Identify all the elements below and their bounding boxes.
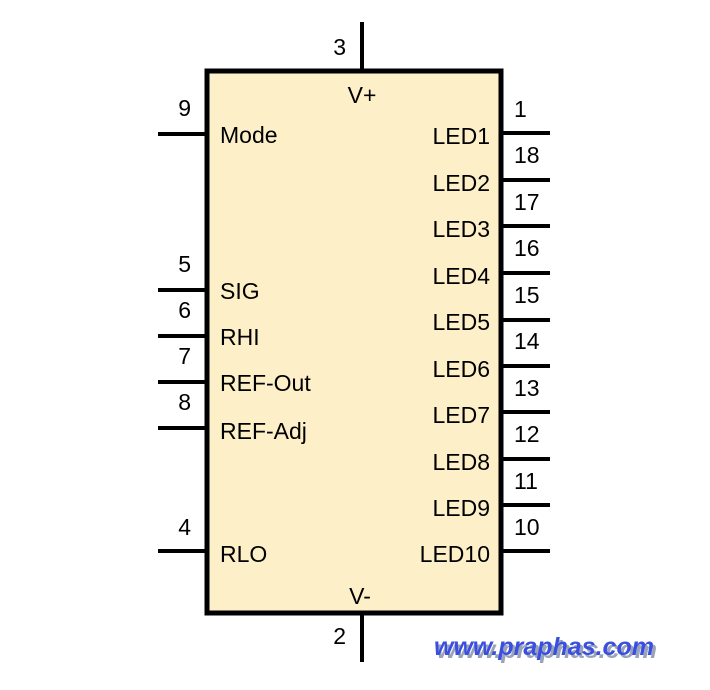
pin-label-right: LED6 [432, 356, 490, 382]
pin-number-right: 12 [514, 421, 540, 447]
pin-number-right: 16 [514, 235, 540, 261]
pin-number-left: 6 [178, 297, 191, 323]
pin-label-right: LED10 [420, 541, 490, 567]
pin-number-right: 18 [514, 142, 540, 168]
pin-label-right: LED1 [432, 123, 490, 149]
pin-number-top: 3 [333, 34, 346, 60]
pin-number-left: 4 [178, 514, 191, 540]
pin-number-left: 9 [178, 95, 191, 121]
pin-label-right: LED5 [432, 309, 490, 335]
pin-number-right: 11 [514, 468, 538, 494]
right-pin-group: 1 LED1 18 LED2 17 LED3 16 LED4 15 LED5 1… [420, 96, 550, 567]
pin-label-right: LED9 [432, 495, 490, 521]
pin-number-right: 14 [514, 328, 540, 354]
pin-label-left: REF-Out [220, 370, 311, 396]
pin-number-right: 13 [514, 375, 540, 401]
chip-body [204, 68, 504, 616]
pin-label-bottom: V- [349, 583, 371, 609]
pin-label-top: V+ [348, 82, 377, 108]
pin-number-right: 15 [514, 282, 540, 308]
left-pin-group: 9 Mode 5 SIG 6 RHI 7 REF-Out 8 REF-Adj 4… [158, 95, 311, 567]
pin-number-left: 5 [178, 251, 191, 277]
pin-number-bottom: 2 [333, 623, 346, 649]
pin-label-right: LED8 [432, 449, 490, 475]
pin-label-right: LED2 [432, 170, 490, 196]
pin-label-left: RLO [220, 541, 267, 567]
pin-label-left: REF-Adj [220, 418, 307, 444]
pin-number-right: 1 [514, 96, 527, 122]
pin-label-right: LED3 [432, 216, 490, 242]
pin-label-right: LED7 [432, 402, 490, 428]
pin-label-left: SIG [220, 278, 260, 304]
pin-number-left: 7 [178, 343, 191, 369]
pin-number-right: 10 [514, 514, 540, 540]
pin-label-right: LED4 [432, 263, 490, 289]
pin-label-left: Mode [220, 122, 278, 148]
pin-number-right: 17 [514, 189, 540, 215]
watermark-text: www.praphas.com [434, 633, 654, 661]
pin-number-left: 8 [178, 389, 191, 415]
pin-label-left: RHI [220, 324, 260, 350]
watermark-shadow: www.praphas.com [437, 636, 657, 664]
